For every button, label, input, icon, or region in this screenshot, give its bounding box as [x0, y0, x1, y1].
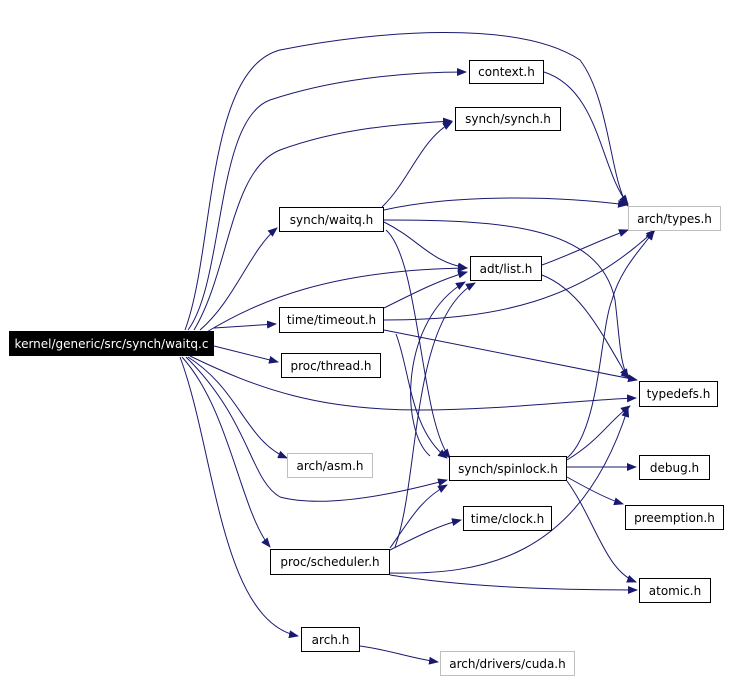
node-proc-thread[interactable]: proc/thread.h	[281, 353, 381, 378]
edge-scheduler-time-clock	[389, 518, 462, 551]
edge-list-arch-types	[541, 229, 629, 266]
edge-root-context	[187, 68, 467, 331]
edge-waitq-synch-synch	[381, 121, 453, 208]
edge-root-synch-waitq	[199, 227, 278, 331]
edge-root-time-timeout	[213, 320, 277, 329]
edge-root-synch-spinlock	[185, 356, 448, 502]
edge-root-arch-asm	[187, 356, 288, 459]
edge-timeout-adt-list	[383, 270, 468, 309]
node-arch-asm[interactable]: arch/asm.h	[287, 453, 373, 478]
edge-root-typedefs	[189, 355, 637, 411]
edge-spinlock-atomic	[566, 480, 637, 583]
edge-root-arch	[179, 356, 299, 639]
node-synch-spinlock[interactable]: synch/spinlock.h	[449, 456, 567, 481]
node-typedefs[interactable]: typedefs.h	[639, 381, 718, 407]
node-time-clock[interactable]: time/clock.h	[463, 506, 552, 531]
edge-root-arch-types	[184, 32, 629, 331]
edge-waitq-arch-types	[383, 197, 628, 211]
node-context[interactable]: context.h	[469, 60, 544, 84]
edge-waitq-adt-list	[383, 221, 468, 271]
node-root-file: kernel/generic/src/synch/waitq.c	[9, 331, 214, 356]
edge-root-synch-synch	[193, 117, 453, 331]
edge-root-adt-list	[204, 264, 468, 334]
edge-scheduler-adt-list	[394, 282, 476, 548]
node-arch[interactable]: arch.h	[301, 627, 360, 652]
node-adt-list[interactable]: adt/list.h	[470, 256, 542, 281]
node-proc-scheduler[interactable]: proc/scheduler.h	[270, 549, 390, 575]
edge-spinlock-arch-types	[566, 230, 655, 459]
edge-context-arch-types	[543, 71, 629, 205]
node-arch-drivers-cuda[interactable]: arch/drivers/cuda.h	[440, 651, 575, 676]
edge-waitq-typedefs	[383, 219, 631, 379]
edge-scheduler-atomic	[389, 574, 638, 594]
edge-scheduler-typedefs	[389, 407, 630, 574]
edge-arch-cuda	[359, 645, 439, 665]
node-time-timeout[interactable]: time/timeout.h	[279, 307, 384, 333]
edge-spinlock-adt-list	[410, 281, 466, 457]
node-synch-synch[interactable]: synch/synch.h	[455, 107, 561, 131]
node-atomic[interactable]: atomic.h	[639, 578, 711, 603]
node-arch-types[interactable]: arch/types.h	[628, 206, 721, 231]
edge-list-typedefs	[541, 274, 629, 379]
node-debug[interactable]: debug.h	[639, 455, 710, 480]
node-synch-waitq[interactable]: synch/waitq.h	[279, 207, 384, 232]
edge-spinlock-typedefs	[566, 405, 631, 461]
edge-root-proc-thread	[213, 345, 279, 364]
node-preemption[interactable]: preemption.h	[625, 505, 724, 530]
edge-timeout-arch-types	[383, 229, 656, 321]
edge-scheduler-spinlock	[389, 484, 448, 549]
edge-timeout-spinlock	[395, 333, 448, 459]
edge-spinlock-preemption	[566, 476, 624, 506]
edge-root-proc-scheduler	[181, 356, 271, 548]
edge-timeout-typedefs	[383, 329, 638, 383]
